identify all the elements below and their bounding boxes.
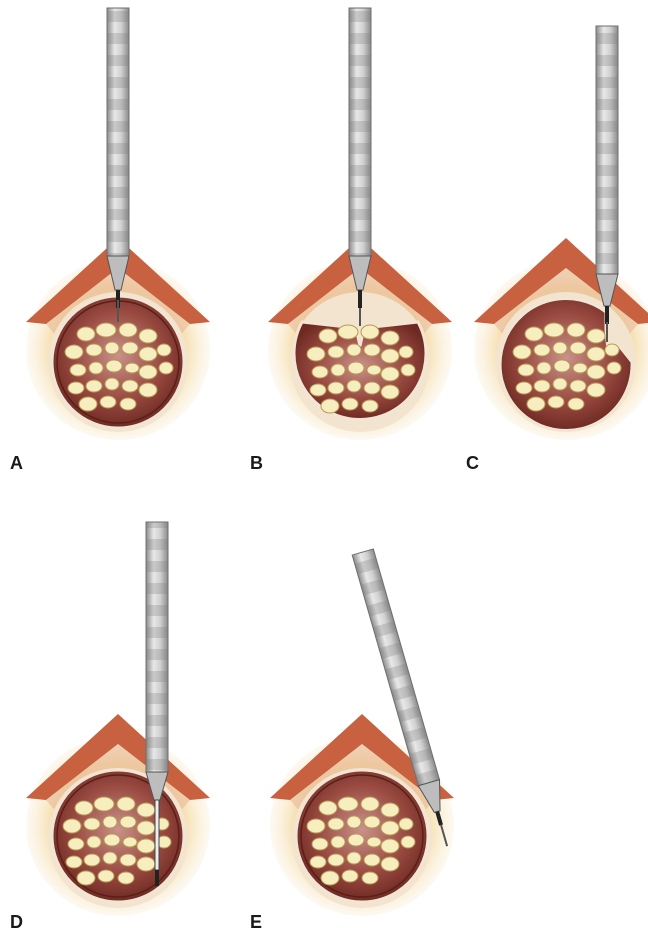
panel-label-c: C xyxy=(466,453,479,473)
panel-label-b: B xyxy=(250,453,263,473)
panel-label-a: A xyxy=(10,453,23,473)
panel-d xyxy=(26,522,210,916)
panel-label-d: D xyxy=(10,912,23,932)
panel-b xyxy=(268,8,452,440)
panel-a xyxy=(26,8,210,440)
panel-e xyxy=(270,549,458,916)
panel-c xyxy=(474,26,648,440)
panel-label-e: E xyxy=(250,912,262,932)
